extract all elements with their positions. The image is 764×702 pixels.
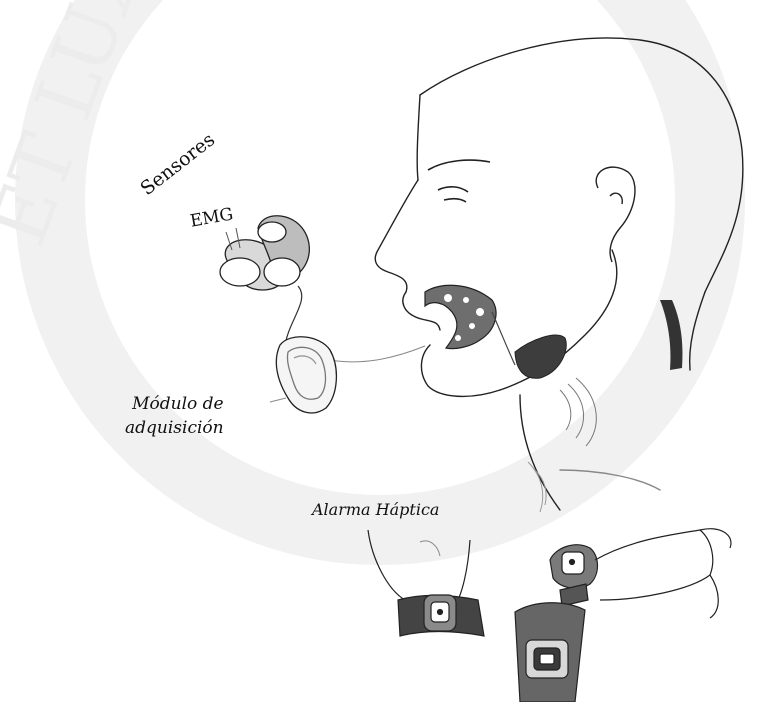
acquisition-module-label: Módulo de adquisición (125, 392, 224, 440)
ear (596, 167, 635, 262)
mouth-wire (492, 312, 515, 365)
acquisition-module-label-line2: adquisición (125, 416, 224, 440)
eye (428, 160, 490, 202)
haptic-alarm-label: Alarma Háptica (312, 500, 439, 519)
acquisition-module (276, 337, 336, 413)
emg-sensor-device (220, 216, 309, 290)
link-line (330, 346, 425, 362)
module-pointer (270, 398, 286, 402)
watermark-seal: ET LUX (0, 0, 710, 530)
sensor-cable (285, 286, 302, 345)
acquisition-module-label-line1: Módulo de (125, 392, 224, 416)
haptic-strap (515, 603, 585, 702)
haptic-band-hand (550, 529, 731, 618)
jaw-module (515, 335, 566, 378)
mouthguard-sensor (425, 285, 496, 348)
